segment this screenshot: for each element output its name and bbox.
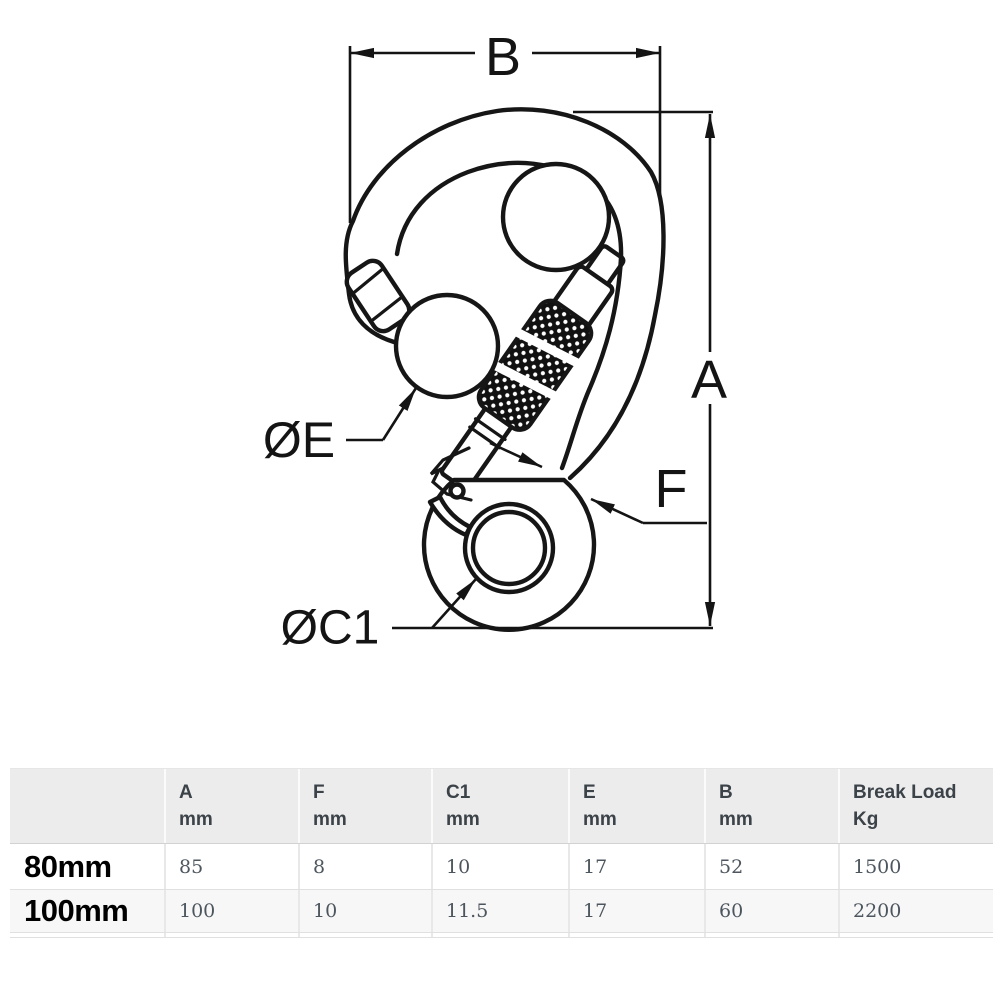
cell-c1: 10 xyxy=(433,844,570,889)
cell-breakload: 2200 xyxy=(853,900,902,922)
cell-e: 17 xyxy=(570,844,706,889)
row-label: 80mm xyxy=(10,844,166,889)
header-cell-b: B mm xyxy=(706,769,840,843)
label-A: A xyxy=(691,350,727,410)
cell-breakload: 1500 xyxy=(853,855,902,878)
header-cell-a: A mm xyxy=(166,769,300,843)
eye-ring-inner xyxy=(470,509,548,587)
eye-ring-outer xyxy=(462,501,556,595)
leader-C1: ØC1 xyxy=(281,578,477,655)
header-cell-blank xyxy=(10,769,166,843)
gate-assembly xyxy=(439,244,626,492)
spec-table: A mm F mm C1 mm E mm B mm Break Load Kg xyxy=(10,768,993,938)
table-cutoff-row xyxy=(10,933,993,938)
spine-outer-edge xyxy=(343,107,666,481)
cell-b: 60 xyxy=(706,890,840,932)
rope-circle-left xyxy=(393,292,501,400)
latch-lever xyxy=(429,446,473,502)
rope-circle-top xyxy=(500,161,612,273)
cell-a: 100 xyxy=(166,890,300,932)
cell-a: 85 xyxy=(166,844,300,889)
nose-piece xyxy=(344,258,412,334)
label-F: F xyxy=(655,459,688,519)
label-OE: ØE xyxy=(263,412,335,468)
row-label: 100mm xyxy=(10,890,166,932)
dimension-A: A xyxy=(392,110,727,630)
cell-f: 8 xyxy=(300,844,433,889)
header-cell-c1: C1 mm xyxy=(433,769,570,843)
cell-f: 10 xyxy=(300,890,433,932)
table-row-100mm: 100mm 100 10 11.5 17 60 2200 xyxy=(10,890,993,933)
header-cell-e: E mm xyxy=(570,769,706,843)
cell-b: 52 xyxy=(706,844,840,889)
carabiner-technical-drawing: B A F ØE ØC1 xyxy=(263,27,727,655)
locking-sleeve-knurled xyxy=(476,298,594,432)
label-B: B xyxy=(485,27,521,87)
gate-rivet xyxy=(448,482,466,500)
dimension-B: B xyxy=(348,27,662,223)
table-row-80mm: 80mm 85 8 10 17 52 1500 xyxy=(10,844,993,890)
cell-c1: 11.5 xyxy=(433,890,570,932)
spine-inner-edge xyxy=(394,160,624,471)
cell-e: 17 xyxy=(570,890,706,932)
label-OC1: ØC1 xyxy=(281,602,380,655)
leader-E: ØE xyxy=(263,387,418,468)
leader-F: F xyxy=(489,441,707,525)
table-header-row: A mm F mm C1 mm E mm B mm Break Load Kg xyxy=(10,769,993,844)
header-cell-breakload: Break Load Kg xyxy=(853,782,957,830)
header-cell-f: F mm xyxy=(300,769,433,843)
